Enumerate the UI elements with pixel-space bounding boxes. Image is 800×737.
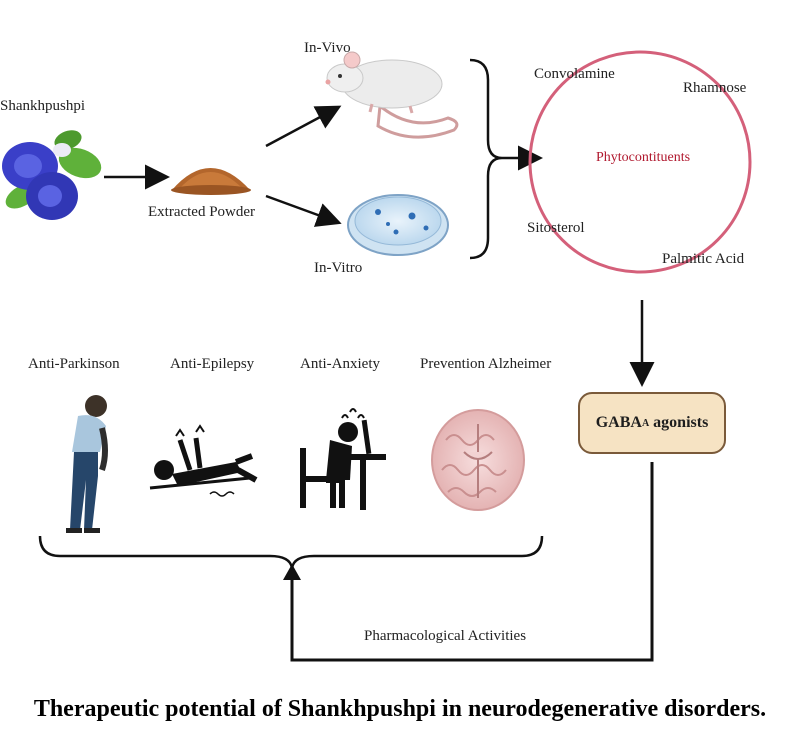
extracted-powder-label: Extracted Powder xyxy=(148,204,256,220)
parkinson-figure-icon xyxy=(66,395,108,533)
activity-label-alzheimer: Prevention Alzheimer xyxy=(420,356,552,372)
figure-caption: Therapeutic potential of Shankhpushpi in… xyxy=(33,696,767,722)
shankhpushpi-label: Shankhpushpi xyxy=(0,98,86,114)
feedback-arrowhead xyxy=(283,564,301,580)
activity-label-anxiety: Anti-Anxiety xyxy=(300,356,380,372)
phyto-item-palmitic-acid: Palmitic Acid xyxy=(662,251,745,267)
pharmacological-activities-label: Pharmacological Activities xyxy=(364,628,527,644)
petri-dish-icon xyxy=(347,194,449,256)
phyto-item-sitosterol: Sitosterol xyxy=(527,220,585,236)
extracted-powder-icon xyxy=(171,168,251,195)
gaba-subscript: A xyxy=(641,417,650,429)
activity-label-epilepsy: Anti-Epilepsy xyxy=(170,356,255,372)
activity-label-parkinson: Anti-Parkinson xyxy=(28,356,120,372)
gaba-agonists-text: agonists xyxy=(649,414,709,431)
rat-icon xyxy=(325,51,459,139)
phytoconstituents-label: Phytocontituents xyxy=(596,150,691,165)
arrow-powder-to-invivo xyxy=(265,105,342,148)
feedback-path xyxy=(290,462,654,662)
in-vitro-label: In-Vitro xyxy=(314,260,363,276)
anxious-person-icon xyxy=(300,408,386,510)
activities-brace xyxy=(38,535,544,569)
shankhpushpi-flower-icon xyxy=(2,130,102,220)
brain-icon xyxy=(431,409,525,511)
phyto-item-rhamnose: Rhamnose xyxy=(683,80,747,96)
phytoconstituent-circle xyxy=(528,50,752,274)
gaba-text: GABA xyxy=(595,414,642,431)
test-group-brace xyxy=(469,58,503,260)
arrow-powder-to-invitro xyxy=(265,194,342,227)
seizure-figure-icon xyxy=(149,424,258,497)
phyto-item-convolamine: Convolamine xyxy=(534,66,615,82)
in-vivo-label: In-Vivo xyxy=(304,40,351,56)
